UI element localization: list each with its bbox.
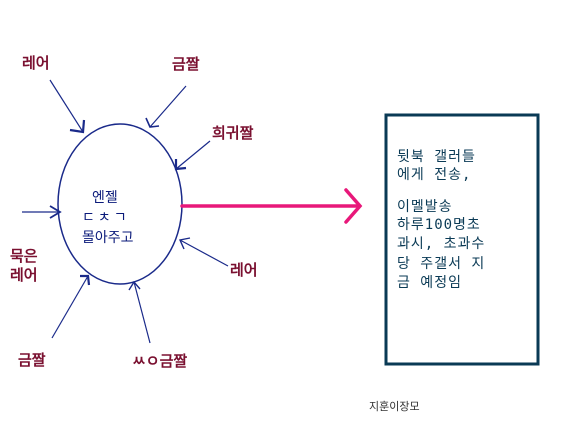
arrowhead-heegwi	[174, 159, 187, 171]
arrowhead-old-rare	[49, 205, 62, 219]
label-old-rare-line2: 레어	[10, 266, 38, 284]
label-heegwi: 희귀짤	[212, 124, 254, 142]
collection-ellipse	[57, 123, 183, 285]
arrow-gold-top	[149, 85, 187, 128]
arrow-heegwi	[175, 140, 211, 170]
label-old-rare-line1: 묵은	[10, 247, 38, 265]
destination-box	[384, 113, 540, 366]
arrowhead-rare-top-left	[69, 119, 86, 134]
box-line-2: 에게 전송,	[397, 167, 472, 183]
ellipse-line-3: 몰아주고	[82, 230, 134, 246]
label-gold-top: 금짤	[172, 55, 200, 73]
ellipse-line-2: ㄷㅊㄱ	[82, 210, 130, 226]
box-line-6: 당 주갤서 지	[397, 256, 486, 272]
box-line-4: 하루100명초	[397, 217, 481, 233]
arrow-ssang-gold	[133, 281, 151, 344]
ellipse-line-1: 엔젤	[92, 190, 118, 206]
label-gold-bottom-left: 금짤	[18, 351, 46, 369]
main-arrow-head	[344, 188, 363, 224]
arrow-rare-right	[179, 239, 229, 267]
label-rare-right: 레어	[230, 261, 258, 279]
box-line-5: 과시, 초과수	[397, 236, 486, 252]
box-line-1: 뒷북 갤러들	[397, 149, 476, 165]
arrowhead-gold-bottom-left	[80, 274, 91, 286]
arrowhead-gold-top	[145, 117, 160, 128]
inbound-arrows	[22, 79, 229, 344]
box-line-3: 이멜발송	[397, 199, 453, 215]
arrowhead-rare-right	[179, 237, 191, 250]
main-arrow	[180, 188, 363, 224]
label-ssang-gold: ㅆㅇ금짤	[132, 352, 188, 370]
footer-signature: 지훈이장모	[369, 400, 420, 413]
arrow-rare-top-left	[49, 79, 84, 133]
arrow-gold-bottom-left	[51, 275, 89, 339]
box-line-7: 금 예정임	[397, 275, 462, 291]
label-rare-top-left: 레어	[22, 54, 50, 72]
arrowhead-ssang-gold	[128, 280, 141, 291]
